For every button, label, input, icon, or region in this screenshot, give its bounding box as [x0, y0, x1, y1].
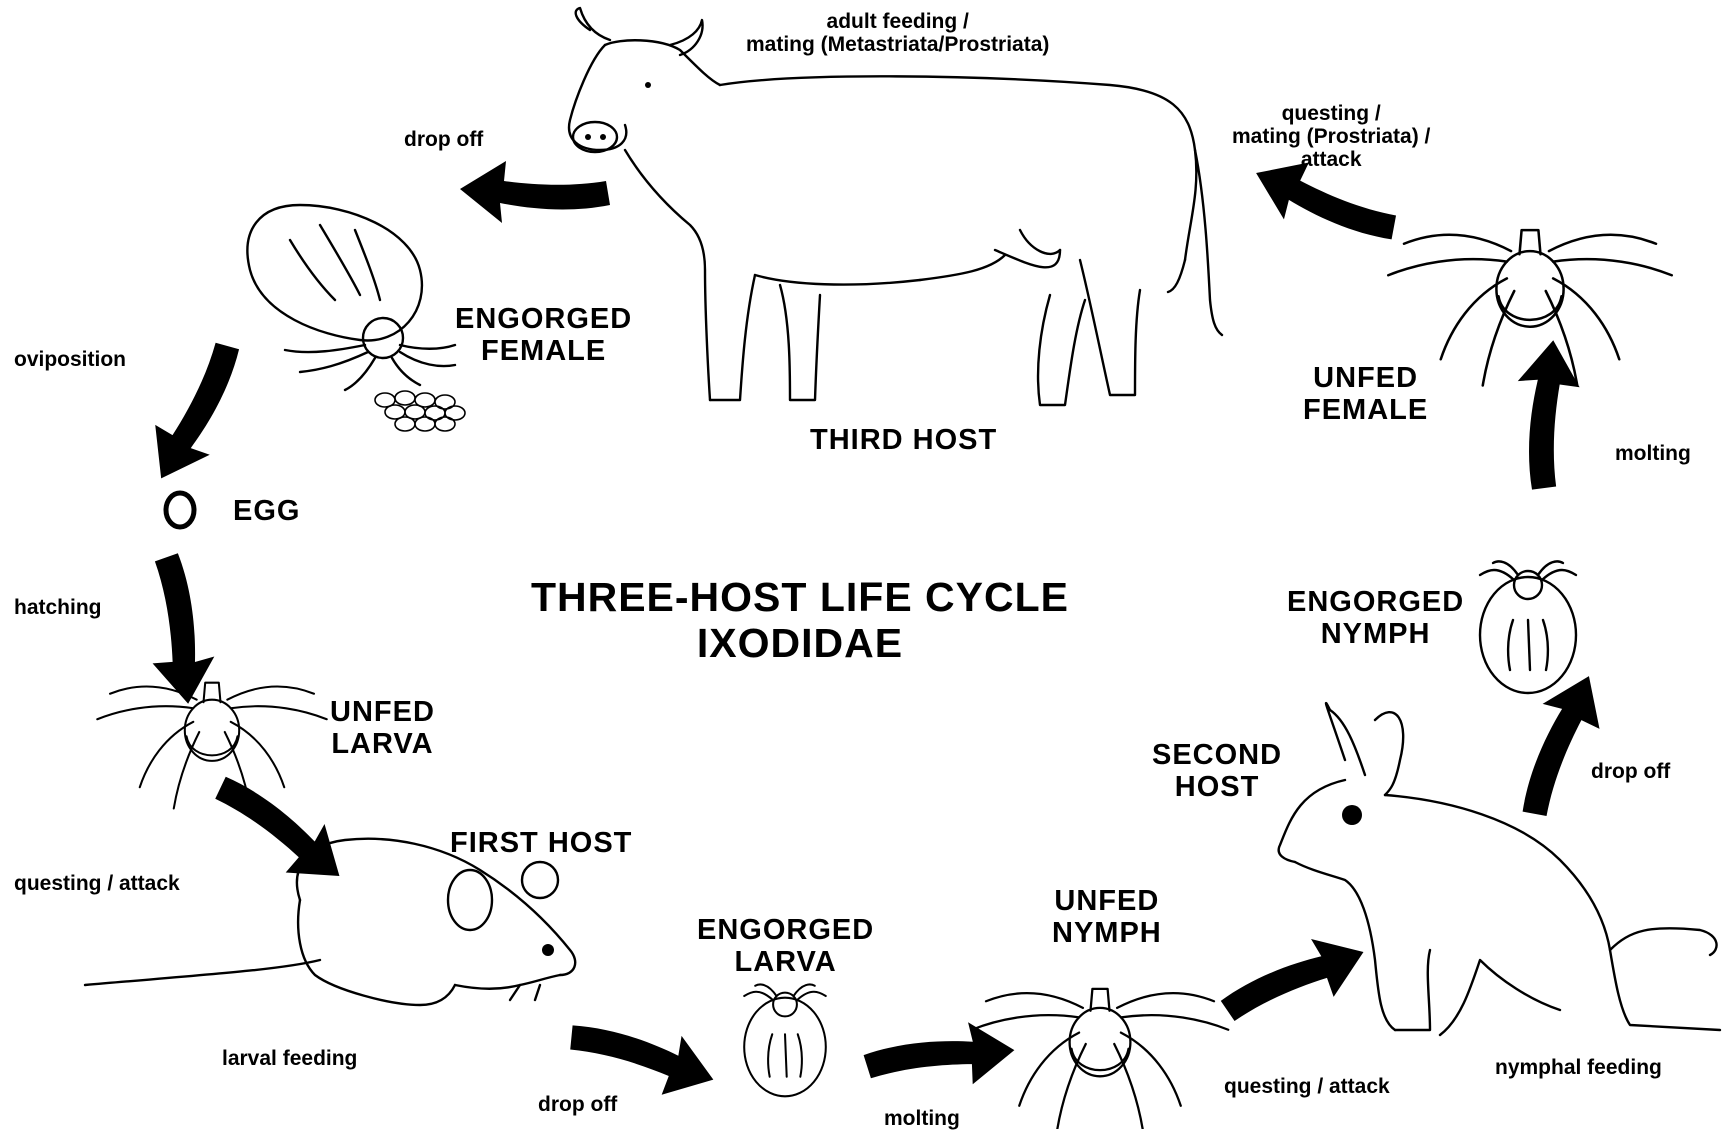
egg-cluster-icon: [375, 391, 465, 431]
unfed-nymph-label: UNFED NYMPH: [1052, 886, 1162, 950]
second-host-label: SECOND HOST: [1152, 740, 1282, 804]
diagram-title: THREE-HOST LIFE CYCLE IXODIDAE: [470, 575, 1130, 667]
oviposition-label: oviposition: [14, 348, 126, 371]
nymphal-feeding-label: nymphal feeding: [1495, 1056, 1662, 1079]
molting-nymph-label: molting: [1615, 442, 1691, 465]
title-line-1: THREE-HOST LIFE CYCLE: [470, 575, 1130, 621]
unfed-nymph-icon: [972, 989, 1229, 1129]
first-host-label: FIRST HOST: [450, 828, 632, 860]
engorged-larva-label: ENGORGED LARVA: [697, 915, 874, 979]
questing-mating-adult-label: questing / mating (Prostriata) / attack: [1232, 102, 1430, 171]
title-line-2: IXODIDAE: [470, 621, 1130, 667]
engorged-female-icon: [247, 205, 455, 390]
engorged-larva-icon: [744, 984, 826, 1096]
questing-attack-nymph-label: questing / attack: [1224, 1075, 1390, 1098]
unfed-larva-label: UNFED LARVA: [330, 697, 435, 761]
unfed-female-label: UNFED FEMALE: [1303, 363, 1428, 427]
drop-off-nymph-label: drop off: [1591, 760, 1670, 783]
unfed-female-icon: [1388, 230, 1672, 385]
egg-icon: [166, 493, 194, 527]
drop-off-larva-label: drop off: [538, 1093, 617, 1116]
molting-larva-label: molting: [884, 1107, 960, 1130]
engorged-nymph-label: ENGORGED NYMPH: [1287, 587, 1464, 651]
engorged-female-label: ENGORGED FEMALE: [455, 304, 632, 368]
drop-off-adult-label: drop off: [404, 128, 483, 151]
egg-label: EGG: [233, 496, 300, 528]
questing-attack-larva-label: questing / attack: [14, 872, 180, 895]
adult-feeding-label: adult feeding / mating (Metastriata/Pros…: [746, 10, 1049, 56]
unfed-larva-icon: [97, 683, 327, 809]
cow-icon: [569, 8, 1222, 405]
engorged-nymph-icon: [1480, 561, 1576, 693]
hatching-label: hatching: [14, 596, 102, 619]
third-host-label: THIRD HOST: [810, 425, 997, 457]
rabbit-icon: [1279, 703, 1720, 1035]
larval-feeding-label: larval feeding: [222, 1047, 357, 1070]
